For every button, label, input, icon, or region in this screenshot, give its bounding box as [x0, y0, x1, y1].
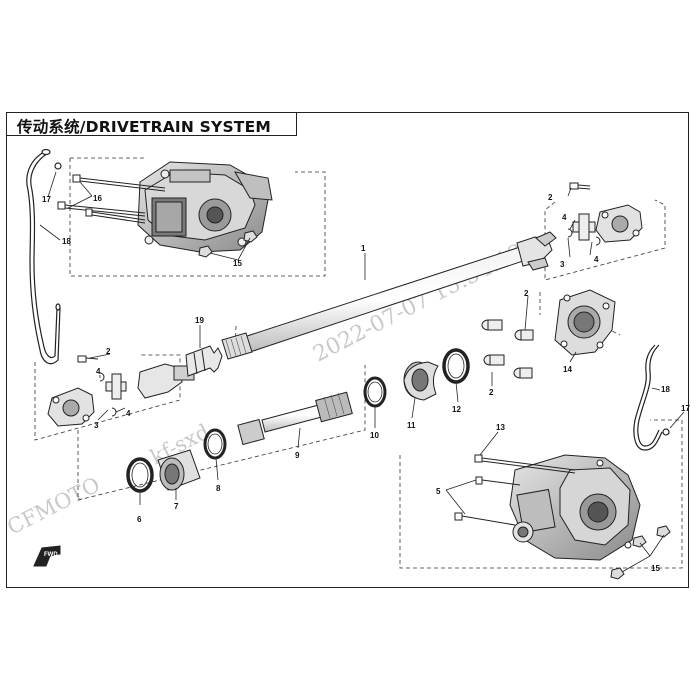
callout-15-front: 15 — [233, 259, 242, 268]
diagram-frame — [6, 112, 689, 588]
callout-16: 16 — [93, 194, 102, 203]
front-driveshaft — [221, 231, 557, 360]
rear-diff-group-outline — [399, 419, 683, 569]
callout-8: 8 — [216, 484, 221, 493]
callout-5: 5 — [436, 487, 441, 496]
callout-2-rear-yoke: 2 — [106, 347, 111, 356]
callout-3-rear: 3 — [94, 421, 99, 430]
leader-lines — [39, 171, 685, 573]
callout-15-rear: 15 — [651, 564, 660, 573]
seal-7 — [157, 449, 201, 491]
snap-ring-6 — [126, 457, 154, 493]
rear-yoke-flange — [47, 387, 95, 427]
callout-12: 12 — [452, 405, 461, 414]
callout-10: 10 — [370, 431, 379, 440]
output-flange-14 — [554, 289, 616, 356]
callout-3-front: 3 — [560, 260, 565, 269]
callout-19: 19 — [195, 316, 204, 325]
snap-ring-12 — [442, 348, 470, 384]
callout-1: 1 — [361, 244, 366, 253]
breather-hose-front — [26, 148, 62, 365]
rear-diff-bolts — [454, 454, 576, 526]
callout-17-rear: 17 — [681, 404, 690, 413]
callout-6: 6 — [137, 515, 142, 524]
front-yoke-group-outline — [544, 199, 666, 281]
front-diff-group-outline — [69, 158, 326, 277]
snap-ring-8 — [203, 428, 227, 460]
rear-yoke-bolt — [77, 355, 99, 363]
rear-yoke — [137, 363, 195, 399]
callout-2-center-bottom: 2 — [489, 388, 494, 397]
callout-4-front-right: 4 — [594, 255, 599, 264]
callout-14: 14 — [563, 365, 572, 374]
callout-4-rear-top: 4 — [96, 367, 101, 376]
callout-4-rear-bottom: 4 — [126, 409, 131, 418]
forward-direction-arrow: FWD — [33, 545, 61, 567]
watermark-brand: CFMOTO — [3, 472, 104, 539]
rear-differential-housing — [509, 454, 641, 561]
front-yoke-bolts — [569, 182, 591, 190]
front-differential-housing — [137, 161, 273, 253]
callout-18-front: 18 — [62, 237, 71, 246]
front-diff-nuts — [198, 230, 258, 258]
snap-ring-10 — [363, 376, 387, 408]
seal-11 — [403, 361, 439, 401]
callout-7: 7 — [174, 502, 179, 511]
breather-hose-rear — [633, 344, 670, 451]
shaft-bearing-group-outline — [77, 365, 366, 501]
title-box: 传动系统/DRIVETRAIN SYSTEM — [6, 112, 297, 136]
rear-yoke-group-outline — [34, 354, 181, 441]
callout-labels: 1 2 2 2 2 3 3 4 4 4 4 5 6 7 8 9 10 11 12… — [42, 193, 690, 573]
callout-4-front-left: 4 — [562, 213, 567, 222]
callout-2-center-top: 2 — [524, 289, 529, 298]
callout-18-rear: 18 — [661, 385, 670, 394]
callout-17-front: 17 — [42, 195, 51, 204]
callout-13: 13 — [496, 423, 505, 432]
front-snap-rings — [567, 228, 601, 246]
front-universal-joint — [572, 213, 596, 241]
forward-label: FWD — [44, 552, 58, 558]
callout-2-front-yoke: 2 — [548, 193, 553, 202]
rear-diff-nuts — [610, 525, 671, 580]
front-yoke-flange — [595, 204, 643, 243]
front-diff-bolts — [57, 174, 166, 224]
rear-universal-joint — [105, 373, 127, 400]
callout-11: 11 — [407, 421, 416, 430]
callout-9: 9 — [295, 451, 300, 460]
bolts-group-2-center — [481, 319, 534, 379]
rear-driveshaft — [237, 391, 353, 446]
shaft-boot — [185, 345, 223, 377]
diagram-title: 传动系统/DRIVETRAIN SYSTEM — [17, 118, 271, 136]
